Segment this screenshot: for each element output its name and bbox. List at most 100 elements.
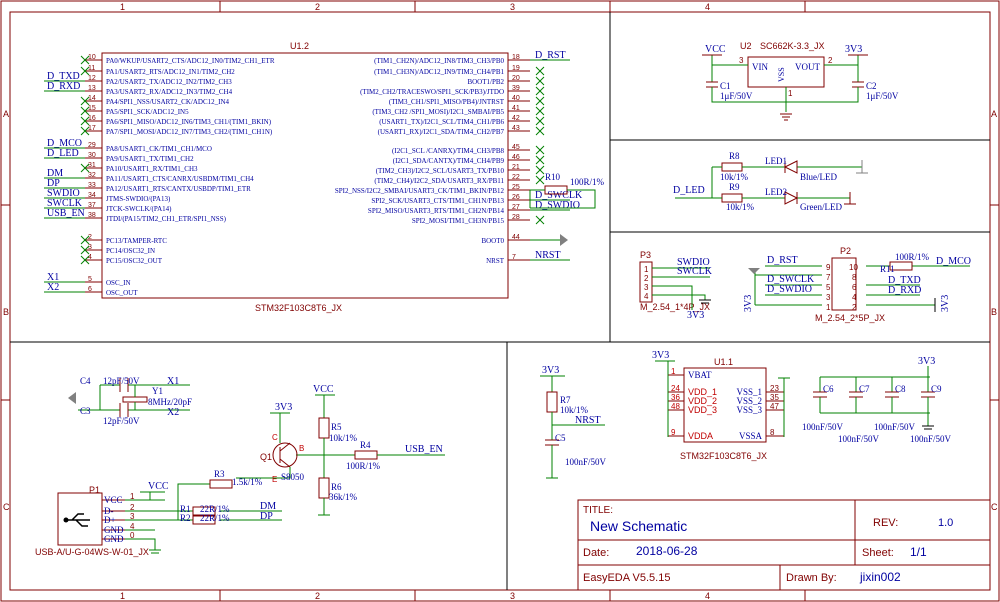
crystal-y1[interactable] xyxy=(122,396,148,403)
p3-ref: P3 xyxy=(640,250,651,260)
mcu-pin-name: JTCK-SWCLK/(PA14) xyxy=(106,205,172,213)
resistor-r11[interactable] xyxy=(889,261,913,271)
mcu-pin-number: 44 xyxy=(512,234,520,241)
mcu-net-label: D_MCO xyxy=(47,138,82,149)
no-connect-mark xyxy=(535,165,545,175)
usb-pin-number: 4 xyxy=(130,522,135,531)
svg-text:3: 3 xyxy=(644,283,649,292)
usb-connector-p1[interactable] xyxy=(57,492,103,546)
ldo-block: VIN VOUT VSS U2 SC662K-3.3_JX 3 2 1 VCC … xyxy=(702,41,899,121)
ldo-vin-net: VCC xyxy=(705,44,726,55)
p2-net-mco: D_MCO xyxy=(936,256,971,267)
mcu-pin-number: 19 xyxy=(512,65,520,72)
mcu-pin-name: (USART1_TX)/I2C1_SCL/TIM4_CH1/PB6 xyxy=(379,118,504,126)
led2-value: Green/LED xyxy=(800,202,842,212)
mcu-part: STM32F103C8T6_JX xyxy=(255,303,342,313)
resistor-r2[interactable] xyxy=(192,515,216,525)
cap-ref: C7 xyxy=(859,384,870,394)
date-label: Date: xyxy=(583,547,609,559)
mcu-pin-number: 33 xyxy=(88,182,96,189)
transistor-q1[interactable] xyxy=(272,442,298,468)
mcu-pin-name: PC13/TAMPER-RTC xyxy=(106,237,167,245)
led-net: D_LED xyxy=(673,185,705,196)
p2-net-rxd: D_RXD xyxy=(888,285,921,296)
mcu-pin-name: (TIM2_CH3)/I2C2_SCL/USART3_TX/PB10 xyxy=(376,167,505,175)
resistor-r8[interactable] xyxy=(721,162,743,172)
p3-net-swclk: SWCLK xyxy=(677,266,713,277)
drawn-label: Drawn By: xyxy=(786,572,837,584)
mcu-pin-number: 15 xyxy=(88,105,96,112)
r2-ref: R2 xyxy=(180,513,191,523)
resistor-r5[interactable] xyxy=(318,417,330,439)
mcu-pin-name: PA5/SPI1_SCK/ADC12_IN5 xyxy=(106,108,189,116)
pu-pin-name: VDD_2 xyxy=(688,396,717,406)
resistor-r7[interactable] xyxy=(546,391,558,413)
no-connect-mark xyxy=(80,116,90,126)
r10-ref: R10 xyxy=(545,172,561,182)
mcu-pin-name: (USART1_RX)/I2C1_SDA/TIM4_CH2/PB7 xyxy=(378,128,505,136)
section-dividers xyxy=(10,12,990,590)
mcu-pin-name: (TIM1_CH3N)/ADC12_IN9/TIM3_CH4/PB1 xyxy=(374,68,504,76)
pu-pin-number: 1 xyxy=(671,367,676,376)
ground-symbol xyxy=(560,234,568,246)
cap-value: 100nF/50V xyxy=(874,422,916,432)
usb-net-dm: DM xyxy=(260,501,276,512)
resistor-r4[interactable] xyxy=(354,450,378,460)
no-connect-mark xyxy=(535,96,545,106)
pu-pin-number: 9 xyxy=(671,428,676,437)
mcu-pin-name: JTMS-SWDIO/(PA13) xyxy=(106,195,171,203)
q1-pin-b: B xyxy=(299,444,304,453)
reset-block: 3V3 R7 10k/1% NRST C5 100nF/50V xyxy=(540,365,607,479)
mcu-pin-name: (TIM2_CH2/TRACESWO/SPI1_SCK/PB3)/JTDO xyxy=(360,88,504,96)
mcu-pin-name: (TIM1_CH2N)/ADC12_IN8/TIM3_CH3/PB0 xyxy=(374,57,504,65)
mcu-pin-number: 41 xyxy=(512,105,520,112)
r7-ref: R7 xyxy=(560,395,571,405)
col-label-2-bottom: 2 xyxy=(315,591,320,601)
crystal-net-x1: X1 xyxy=(167,376,179,387)
p3-part: M_2.54_1*4P_JX xyxy=(640,302,710,312)
no-connect-mark xyxy=(535,86,545,96)
no-connect-mark xyxy=(80,66,90,76)
p2-net-rst: D_RST xyxy=(767,255,798,266)
mcu-pin-number: 6 xyxy=(88,286,92,293)
q1-pin-c: C xyxy=(272,433,278,442)
col-label-1: 1 xyxy=(120,2,125,12)
svg-text:4: 4 xyxy=(852,293,857,302)
led1-symbol[interactable] xyxy=(783,160,798,174)
ctl-3v3: 3V3 xyxy=(275,402,292,413)
ldo-pin-in: 3 xyxy=(739,56,744,65)
inner-frame xyxy=(9,11,991,591)
led2-symbol[interactable] xyxy=(784,191,799,205)
usb-icon xyxy=(63,513,90,527)
cap-value: 100nF/50V xyxy=(910,434,952,444)
q1-value: S8050 xyxy=(281,472,305,482)
ground-symbol xyxy=(780,113,792,121)
p3-net-swdio: SWDIO xyxy=(677,257,710,268)
mcu-pin-number: 32 xyxy=(88,172,96,179)
svg-text:7: 7 xyxy=(826,273,831,282)
q1-pin-e: E xyxy=(272,475,277,484)
resistor-r1[interactable] xyxy=(192,506,216,516)
c3-value: 12pF/50V xyxy=(103,416,140,426)
resistor-r9[interactable] xyxy=(721,193,743,203)
mcu-net-label: SWDIO xyxy=(47,188,80,199)
no-connect-mark xyxy=(535,145,545,155)
ldo-vout-label: VOUT xyxy=(795,62,820,72)
mcu-designator: U1.2 xyxy=(290,41,309,51)
resistor-r3[interactable] xyxy=(209,479,233,489)
connector-p2: P2 M_2.54_2*5P_JX 9 7 5 3 1 10 8 6 4 2 D… xyxy=(743,246,971,323)
resistor-r6[interactable] xyxy=(318,477,330,499)
mcu-pin-number: 34 xyxy=(88,192,96,199)
no-connect-mark xyxy=(535,66,545,76)
ldo-vss-label: VSS xyxy=(777,67,786,82)
no-connect-mark xyxy=(80,96,90,106)
pu-pin-name: VDD_3 xyxy=(688,405,717,415)
